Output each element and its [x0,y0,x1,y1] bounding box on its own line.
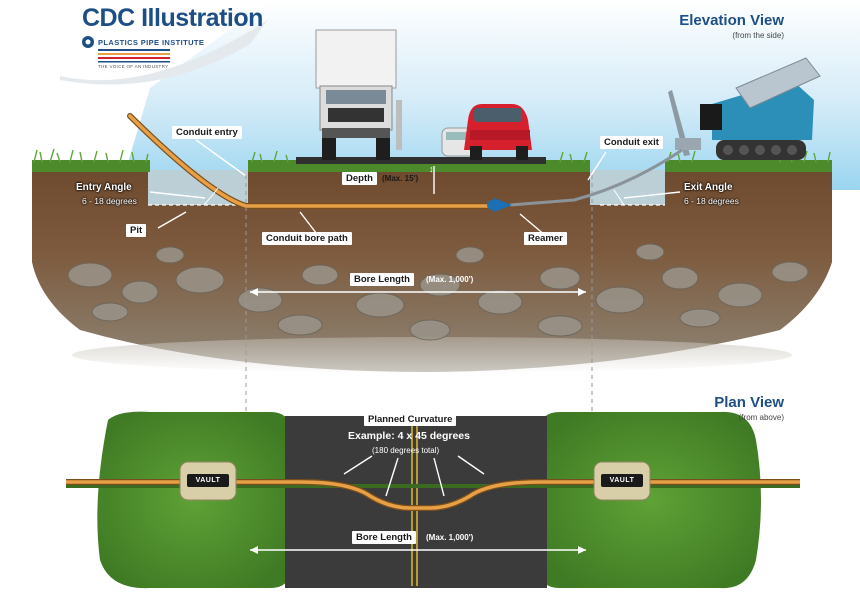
rocks [67,243,809,341]
depth-arrow-icon: ↕ [429,164,434,174]
conduit-exit-label: Conduit exit [600,136,663,149]
reamer-label: Reamer [524,232,567,245]
vault-right-label: VAULT [601,474,643,487]
exit-angle-label: Exit Angle [684,182,733,193]
soil-cross-section [32,170,832,372]
road-plan [285,416,547,588]
exit-angle-arc [613,189,625,206]
plan-view-title: Plan View [714,394,784,411]
page-title: CDC Illustration [82,4,263,32]
pit-label: Pit [126,224,147,237]
depth-max: (Max. 15') [382,174,419,183]
brand-name: PLASTICS PIPE INSTITUTE [98,38,205,47]
grass-right-plan [540,411,761,589]
drill-pipe [509,148,683,207]
curvature-pointers [343,455,485,497]
brand-tagline: THE VOICE OF AN INDUSTRY [98,64,169,69]
entry-angle-label: Entry Angle [76,182,132,193]
elevation-view-title: Elevation View [679,12,784,29]
reamer-icon [494,198,512,212]
exit-pit [590,170,665,205]
bore-length-label-elevation: Bore Length [350,273,414,286]
curvature-example-total: (180 degrees total) [372,446,440,455]
bore-length-label-plan: Bore Length [352,531,416,544]
plan-view-subtitle: (from above) [738,413,784,422]
conduit-entry-label: Conduit entry [172,126,242,139]
red-car-illustration [464,104,532,160]
logo-swoosh [60,20,268,85]
truck-illustration [315,29,402,160]
elevation-view-subtitle: (from the side) [732,31,784,40]
vault-left-label: VAULT [187,474,229,487]
exit-angle-range: 6 - 18 degrees [684,196,739,206]
road-surface [296,157,546,164]
soil-shadow [72,337,792,373]
entry-angle-range: 6 - 18 degrees [82,196,137,206]
bore-length-max-elevation: (Max. 1,000') [426,275,474,284]
curvature-example: Example: 4 x 45 degrees [348,430,470,442]
conduit-bore-path-label: Conduit bore path [262,232,352,245]
drilling-rig-illustration [668,57,821,160]
entry-angle-arc [203,187,219,206]
logo-stripes [98,49,170,63]
depth-label: Depth [342,172,377,185]
bore-length-max-plan: (Max. 1,000') [426,533,474,542]
planned-curvature-label: Planned Curvature [364,413,457,426]
